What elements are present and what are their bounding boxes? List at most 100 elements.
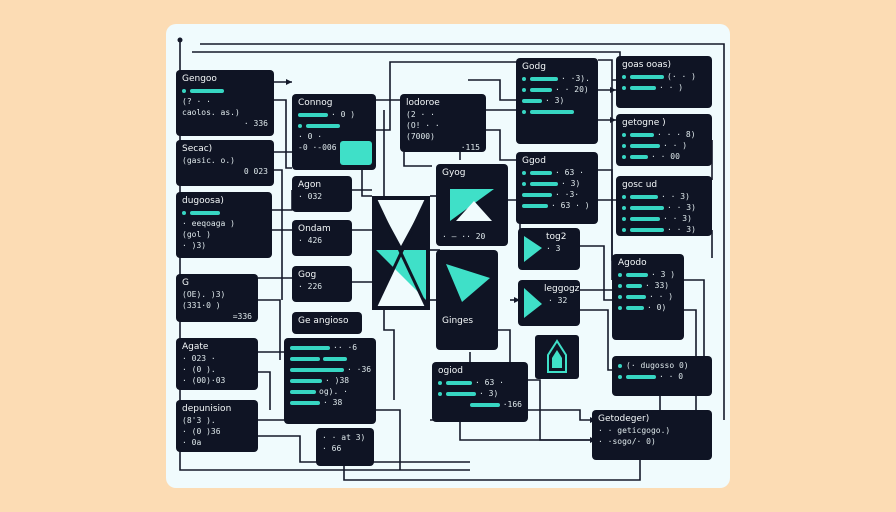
node-line: og). ·: [319, 387, 348, 396]
triangle-glyph-icon: [450, 189, 494, 221]
port-dot-icon: [618, 305, 622, 310]
port-dot-icon: [522, 181, 526, 186]
node-ge-angioso: Ge angioso: [292, 312, 362, 334]
node-line: · 63 · ): [551, 201, 590, 210]
node-line: (· dugosso 0): [626, 361, 689, 370]
node-line: · )3): [182, 241, 207, 250]
node-line: · · geticgogo.): [598, 426, 671, 435]
node-title: Godg: [522, 62, 546, 72]
node-line: · 63 ·: [475, 378, 504, 387]
node-line: · (0 )36: [182, 427, 221, 436]
node-line: · · 3): [667, 203, 696, 212]
node-leggogz: leggogz · 32: [518, 280, 580, 326]
logo-glyph-icon: [535, 335, 579, 379]
node-line: · 0a: [182, 438, 202, 447]
node-line: · · 3): [667, 225, 696, 234]
node-title: Ggod: [522, 156, 546, 166]
node-line: · 33): [645, 281, 670, 290]
node-line: (· · ): [667, 72, 696, 81]
node-line: caolos. as.): [182, 108, 240, 117]
node-line: (O! · ·: [406, 121, 440, 130]
node-line: · 38: [323, 398, 343, 407]
node-line: (gol ): [182, 230, 211, 239]
flag-glyph-icon: [524, 236, 542, 262]
node-gosc-ud: gosc ud · · 3) · · 3) · · 3) · · 3): [616, 176, 712, 236]
node-gog: Gog · 226: [292, 266, 352, 302]
node-title: Agate: [182, 342, 209, 352]
node-line: · )38: [325, 376, 350, 385]
node-title: Ondam: [298, 224, 331, 234]
node-line: -0 ·-006: [298, 143, 337, 152]
node-line: ·166: [502, 400, 522, 409]
node-line: · 3 ): [651, 270, 676, 279]
node-line: · · ): [659, 83, 684, 92]
node-line: · · 3): [661, 192, 690, 201]
node-line: · ·36: [347, 365, 372, 374]
node-line: · · ): [649, 292, 674, 301]
node-line: · 32: [548, 296, 568, 305]
node-line: ·· ·6: [333, 343, 358, 352]
port-dot-icon: [622, 143, 626, 148]
node-title: tog2: [546, 232, 567, 242]
node-line: · 226: [298, 282, 323, 291]
node-title: lodoroe: [406, 98, 440, 108]
node-line: · 023 ·: [182, 354, 216, 363]
node-line: · ·sogo/· 0): [598, 437, 656, 446]
node-line: · (0 ).: [182, 365, 216, 374]
node-g: G (OE). )3) (331·0 ) =336: [176, 274, 258, 322]
node-line: (OE). )3): [182, 290, 226, 299]
node-line: · · ): [663, 141, 688, 150]
node-ogiod: ogiod · 63 · · 3) ·166: [432, 362, 528, 422]
port-dot-icon: [622, 132, 626, 137]
node-line: · · 20): [555, 85, 589, 94]
central-switch-block: [372, 196, 430, 310]
node-line: · · 00: [651, 152, 680, 161]
node-title: Gog: [298, 270, 317, 280]
node-gyog: Gyog · — ·· 20: [436, 164, 508, 246]
node-line: =336: [232, 312, 252, 321]
port-dot-icon: [618, 363, 622, 368]
node-line: · 63 ·: [555, 168, 584, 177]
node-line: · (00)·03: [182, 376, 226, 385]
port-dot-icon: [618, 272, 622, 277]
node-secac: Secac) (gasic. o.) 0 023: [176, 140, 274, 186]
node-line: · · · 8): [657, 130, 696, 139]
node-title: goas ooas): [622, 60, 672, 70]
node-title: Secac): [182, 144, 213, 154]
node-agon: Agon · 032: [292, 176, 352, 212]
port-dot-icon: [438, 391, 442, 396]
node-ginges: Ginges: [436, 250, 498, 350]
node-line: · 3): [479, 389, 499, 398]
node-line: · ·3).: [561, 74, 590, 83]
port-dot-icon: [522, 170, 526, 175]
port-dot-icon: [522, 76, 526, 81]
node-line: · 66: [322, 444, 342, 453]
node-line: · ·3·: [555, 190, 580, 199]
node-line: (2 · ·: [406, 110, 435, 119]
flag-glyph-icon: [446, 264, 490, 302]
port-dot-icon: [182, 88, 186, 93]
node-line: (8'3 ).: [182, 416, 216, 425]
node-title: getogne ): [622, 118, 666, 128]
node-line: · · at 3): [322, 433, 366, 442]
node-line: · 3): [545, 96, 565, 105]
node-agate: Agate · 023 · · (0 ). · (00)·03: [176, 338, 258, 390]
node-tog2: tog2 · 3: [518, 228, 580, 270]
node-title: gosc ud: [622, 180, 658, 190]
node-agodo: Agodo · 3 ) · 33) · · ) · 0): [612, 254, 684, 340]
port-dot-icon: [622, 205, 626, 210]
node-ondam: Ondam · 426: [292, 220, 352, 256]
node-title: Connog: [298, 98, 333, 108]
port-dot-icon: [622, 194, 626, 199]
port-dot-icon: [182, 210, 186, 215]
node-godg: Godg · ·3). · · 20) · 3): [516, 58, 598, 144]
node-dugosso: (· dugosso 0) · · 0: [612, 356, 712, 396]
node-ggod: Ggod · 63 · · 3) · ·3· · 63 · ): [516, 152, 598, 224]
node-title: leggogz: [544, 284, 580, 294]
node-title: Agodo: [618, 258, 647, 268]
node-line: · 426: [298, 236, 323, 245]
port-dot-icon: [618, 294, 622, 299]
port-dot-icon: [622, 216, 626, 221]
node-gengoo: Gengoo (? · · caolos. as.) · 336: [176, 70, 274, 136]
node-line: · — ·· 20: [442, 232, 486, 241]
